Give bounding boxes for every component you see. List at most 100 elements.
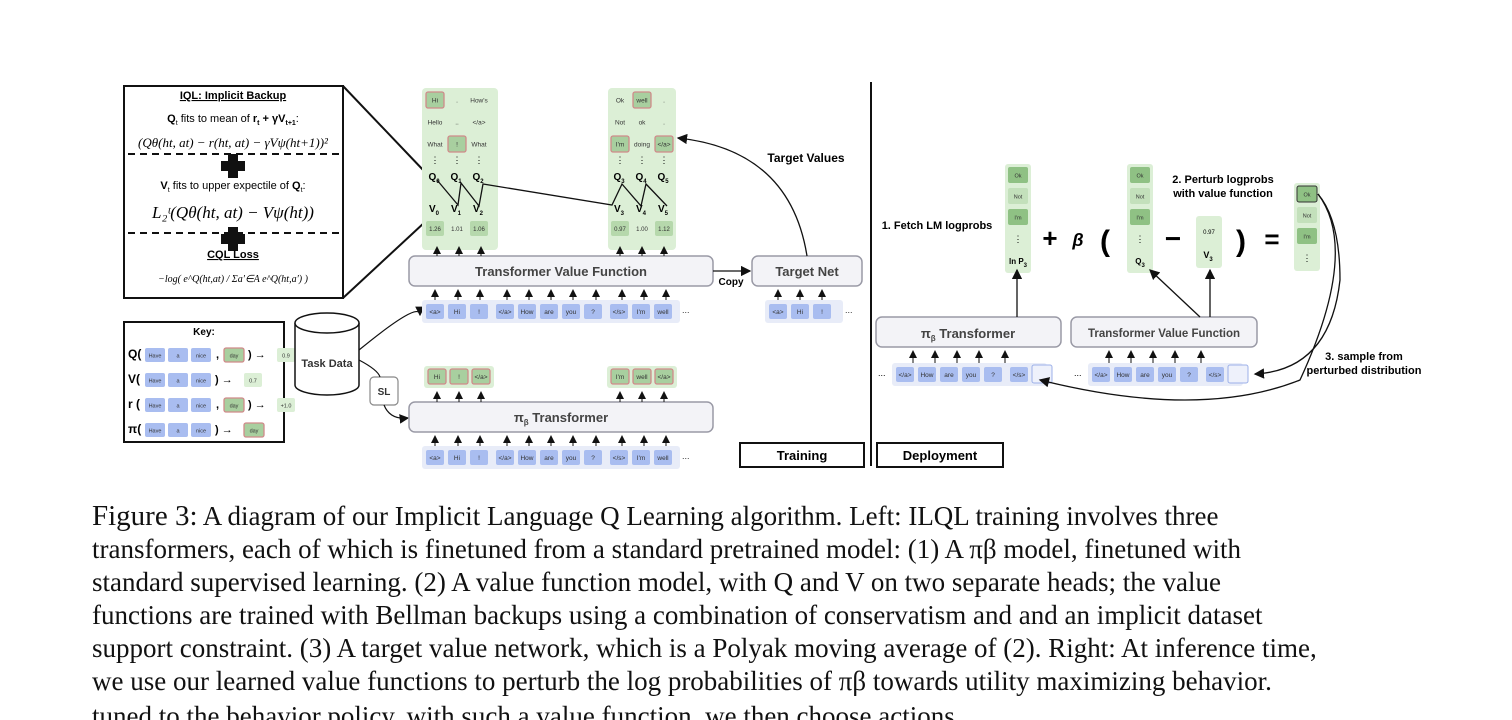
key-value-text: +1.0 [281, 404, 292, 410]
grid-cell [633, 114, 651, 130]
lm-col-cell [1008, 167, 1028, 183]
q-label: Q1 [450, 172, 462, 185]
key-value [244, 373, 262, 387]
key-token [191, 398, 211, 412]
value-in-token [496, 304, 514, 319]
q-col-cell-text: Not [1136, 195, 1145, 201]
value-function-label: Transformer Value Function [475, 264, 647, 279]
iql-box: IQL: Implicit Backup Qt fits to mean of … [123, 85, 344, 299]
lm-col-label: ln P3 [1009, 257, 1028, 269]
policy-in-token-text: ! [478, 455, 480, 462]
policy-out-token-text: well [635, 374, 648, 381]
v-label: V0 [429, 204, 440, 217]
out-col-dots: ⋮ [1303, 253, 1312, 263]
policy-in-token-text: How [520, 455, 533, 462]
policy-in-token-text: you [566, 455, 577, 462]
grid-cell [470, 92, 488, 108]
beta-op: β [1071, 230, 1083, 250]
key-row-label: Q( [128, 347, 141, 361]
key-value-text: 0.7 [249, 379, 257, 385]
caption-line-4: functions are trained with Bellman backu… [92, 600, 1263, 630]
value-in-token [448, 304, 466, 319]
v-value-text: 1.26 [429, 227, 441, 233]
caption-line-2: transformers, each of which is finetuned… [92, 534, 1242, 564]
out-col-cell-text: Not [1303, 214, 1312, 220]
v-value [470, 221, 488, 236]
equals-op: = [1264, 224, 1279, 254]
grid-cell-text: What [471, 142, 486, 149]
next-paragraph-cutoff: tuned to the behavior policy, with such … [92, 701, 955, 720]
out-col-cell [1297, 207, 1317, 223]
dep-token [940, 367, 958, 382]
deployment-label: Deployment [903, 448, 978, 463]
q-col-dots: ⋮ [1136, 234, 1145, 244]
policy-out-token [427, 368, 447, 385]
key-comma: , [216, 349, 219, 361]
dep-token-text: </s> [1013, 372, 1026, 379]
lm-col-dots: ⋮ [1014, 234, 1023, 244]
dep-token-text: are [1140, 372, 1150, 379]
target-in-ellipsis: ... [845, 305, 853, 315]
caption-line-5: support constraint. (3) A target value n… [92, 633, 1317, 663]
rparen-op: ) [1236, 225, 1246, 258]
lm-col-cell-text: Not [1014, 195, 1023, 201]
grid-cell [655, 92, 673, 108]
key-value [277, 348, 295, 362]
target-in-token-text: <a> [772, 309, 783, 316]
dep-token-text: How [1116, 372, 1129, 379]
dep-token [918, 367, 936, 382]
key-arrow: ) → [215, 424, 233, 436]
grid-dots: ⋮ [616, 155, 625, 165]
policy-in-token [632, 450, 650, 465]
q-label: Q2 [472, 172, 484, 185]
grid-cell [655, 114, 673, 130]
grid-cell-text: . [663, 120, 665, 127]
v-value [655, 221, 673, 236]
grid-cell [470, 114, 488, 130]
v-label: V2 [473, 204, 484, 217]
grid-dots: ⋮ [660, 155, 669, 165]
key-title: Key: [193, 327, 215, 338]
out-col-bg [1294, 183, 1320, 271]
policy-in-ellipsis: ... [682, 451, 690, 461]
training-label: Training [777, 448, 828, 463]
value-in-token-text: are [544, 309, 554, 316]
grid-cell-text: .. [455, 120, 459, 127]
target-values-label: Target Values [767, 151, 844, 165]
target-in-token [769, 304, 787, 319]
policy-in-token-text: Hi [454, 455, 460, 462]
grid-cell [448, 114, 466, 130]
key-token [223, 347, 245, 363]
policy-transformer-label: πβ Transformer [514, 410, 608, 427]
v-label: V4 [636, 204, 647, 217]
grid-1: Hi.How'sHello..</a>What!What⋮Q0V01.26⋮Q1… [422, 88, 498, 250]
v-label: V3 [614, 204, 625, 217]
value-in-token-text: I'm [637, 309, 645, 316]
v-col-label: V3 [1203, 250, 1213, 263]
dep-token-text: you [966, 372, 977, 379]
v-value [426, 221, 444, 236]
dep-token-text: </a> [1094, 372, 1107, 379]
policy-in-token [518, 450, 536, 465]
value-in-token [610, 304, 628, 319]
policy-in-token [562, 450, 580, 465]
dep-token-text: </a> [898, 372, 911, 379]
policy-in-token [448, 450, 466, 465]
v-value-text: 1.06 [473, 227, 485, 233]
key-token-text: nice [196, 379, 206, 385]
v-label: V1 [451, 204, 462, 217]
q-col-label: Q3 [1135, 257, 1145, 269]
grid-cell [611, 114, 629, 130]
dep-token-text: are [944, 372, 954, 379]
grid-cell [425, 91, 445, 109]
key-token-text: a [176, 354, 180, 360]
out-col-cell [1297, 228, 1317, 244]
policy-out-token [632, 368, 652, 385]
grid-cell-text: I'm [616, 142, 624, 149]
value-in-token [654, 304, 672, 319]
key-token-text: day [230, 354, 239, 360]
policy-in-token [610, 450, 628, 465]
